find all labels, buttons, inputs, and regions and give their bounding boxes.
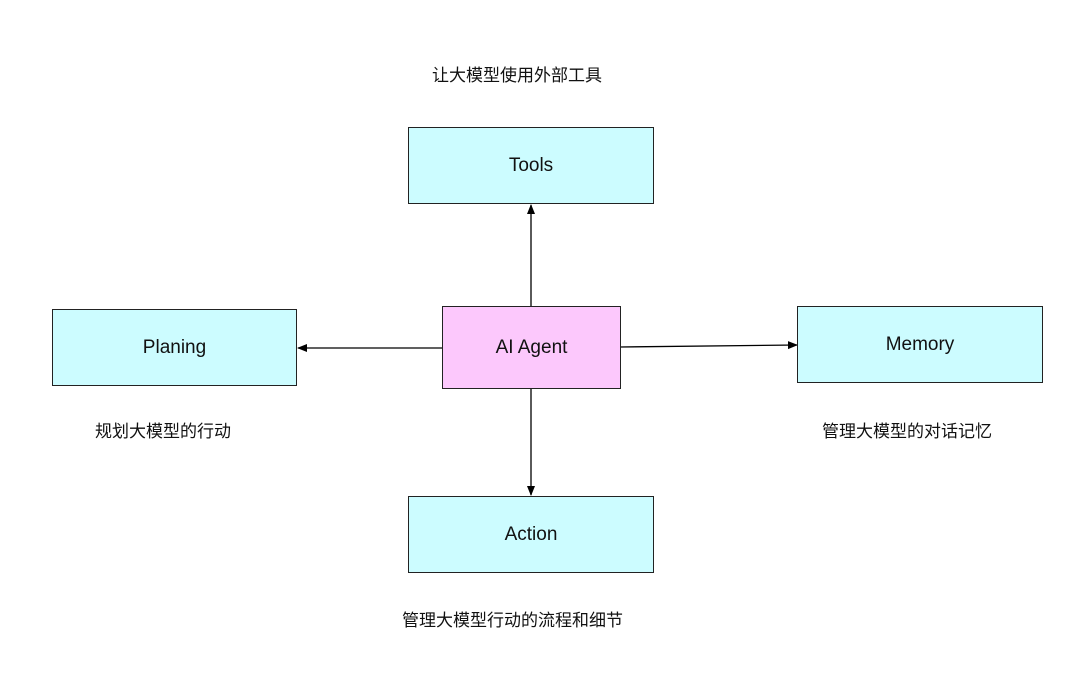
action-node: Action [408,496,654,573]
planing-caption: 规划大模型的行动 [95,422,231,442]
memory-node-label: Memory [885,333,955,355]
memory-node: Memory [797,306,1043,383]
planing-node: Planing [52,309,297,386]
memory-caption: 管理大模型的对话记忆 [822,422,992,442]
action-caption: 管理大模型行动的流程和细节 [402,611,623,631]
tools-node-label: Tools [508,154,554,176]
ai-agent-node: AI Agent [442,306,621,389]
ai-agent-node-label: AI Agent [495,336,568,358]
action-node-label: Action [504,523,558,545]
tools-caption: 让大模型使用外部工具 [432,66,602,86]
tools-node: Tools [408,127,654,204]
planing-node-label: Planing [142,336,207,358]
edge-agent-to-memory [619,341,798,350]
